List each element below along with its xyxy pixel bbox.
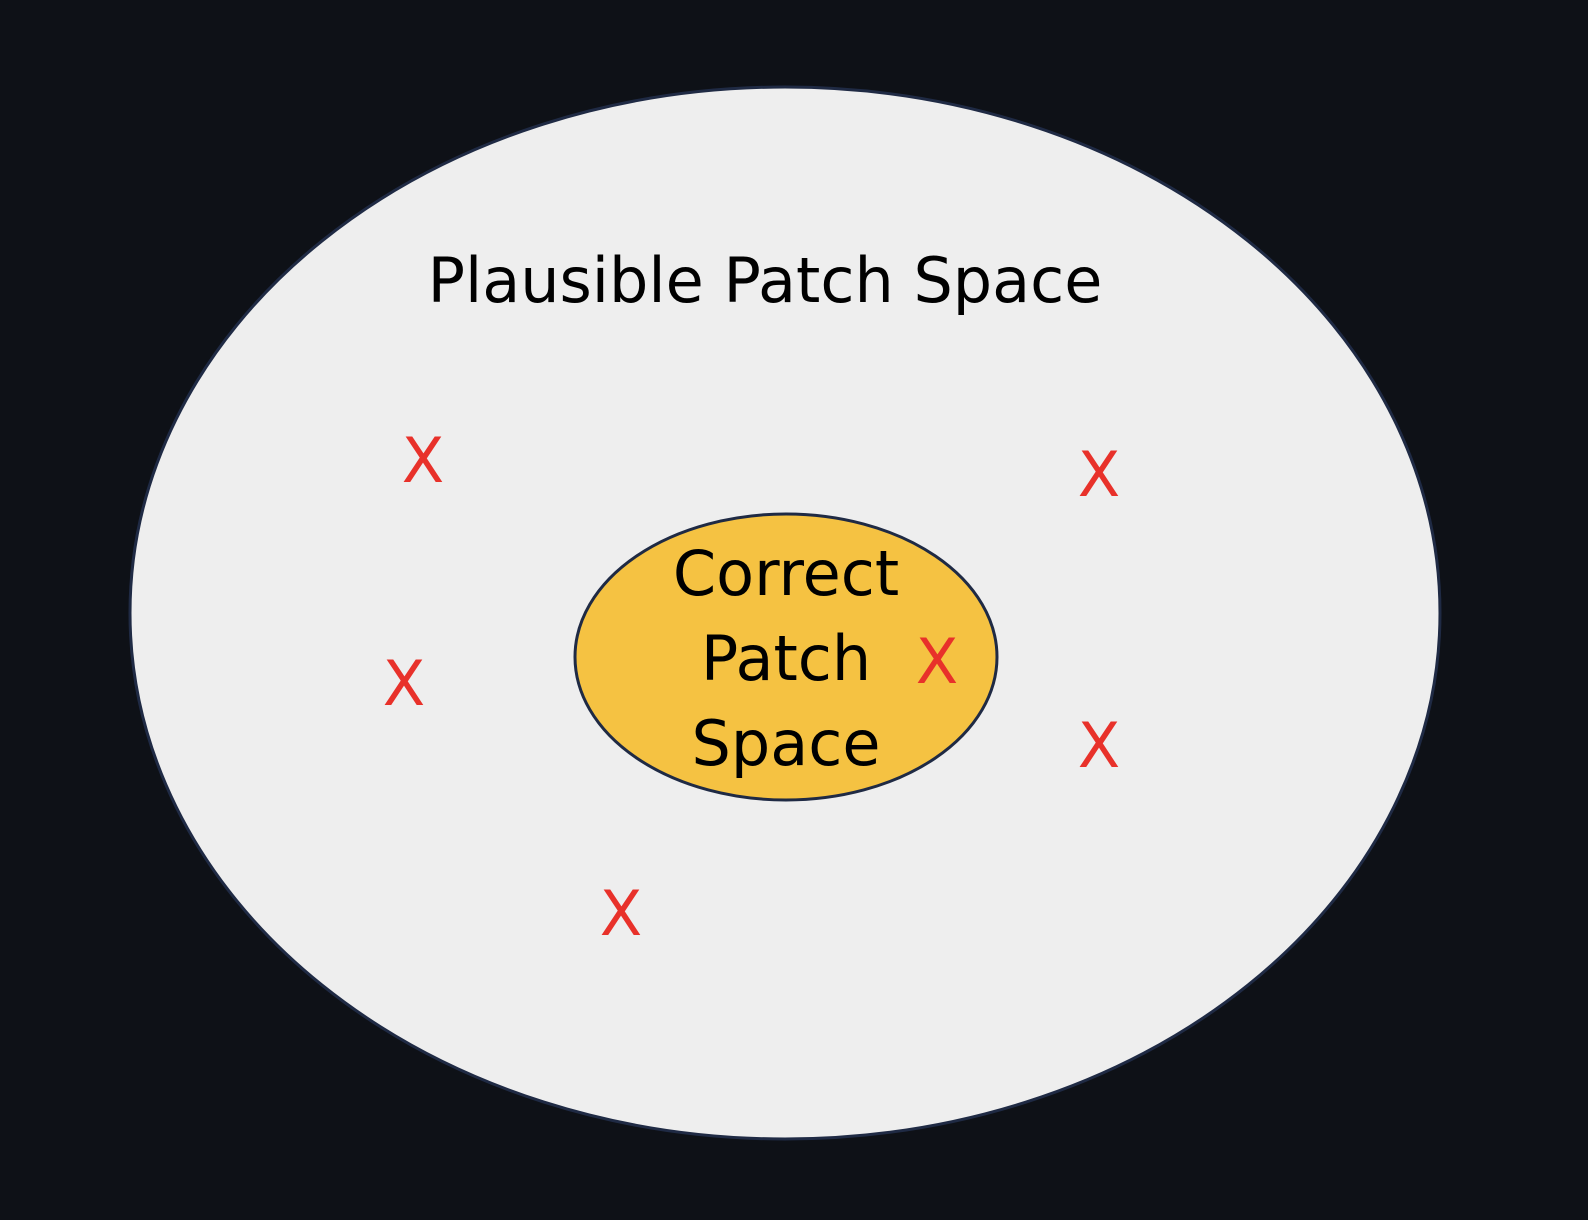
x-marker-2: X <box>1078 438 1120 511</box>
correct-patch-space-label-line-1: Correct <box>673 537 899 610</box>
plausible-patch-space-label: Plausible Patch Space <box>428 244 1103 317</box>
correct-patch-space-label-line-3: Space <box>692 707 881 780</box>
x-marker-1: X <box>402 424 444 497</box>
correct-patch-space-ellipse <box>573 512 999 802</box>
x-marker-3: X <box>383 647 425 720</box>
correct-patch-space-label-line-2: Patch <box>701 622 871 695</box>
x-marker-4: X <box>916 625 958 698</box>
x-marker-6: X <box>600 877 642 950</box>
x-marker-5: X <box>1078 709 1120 782</box>
